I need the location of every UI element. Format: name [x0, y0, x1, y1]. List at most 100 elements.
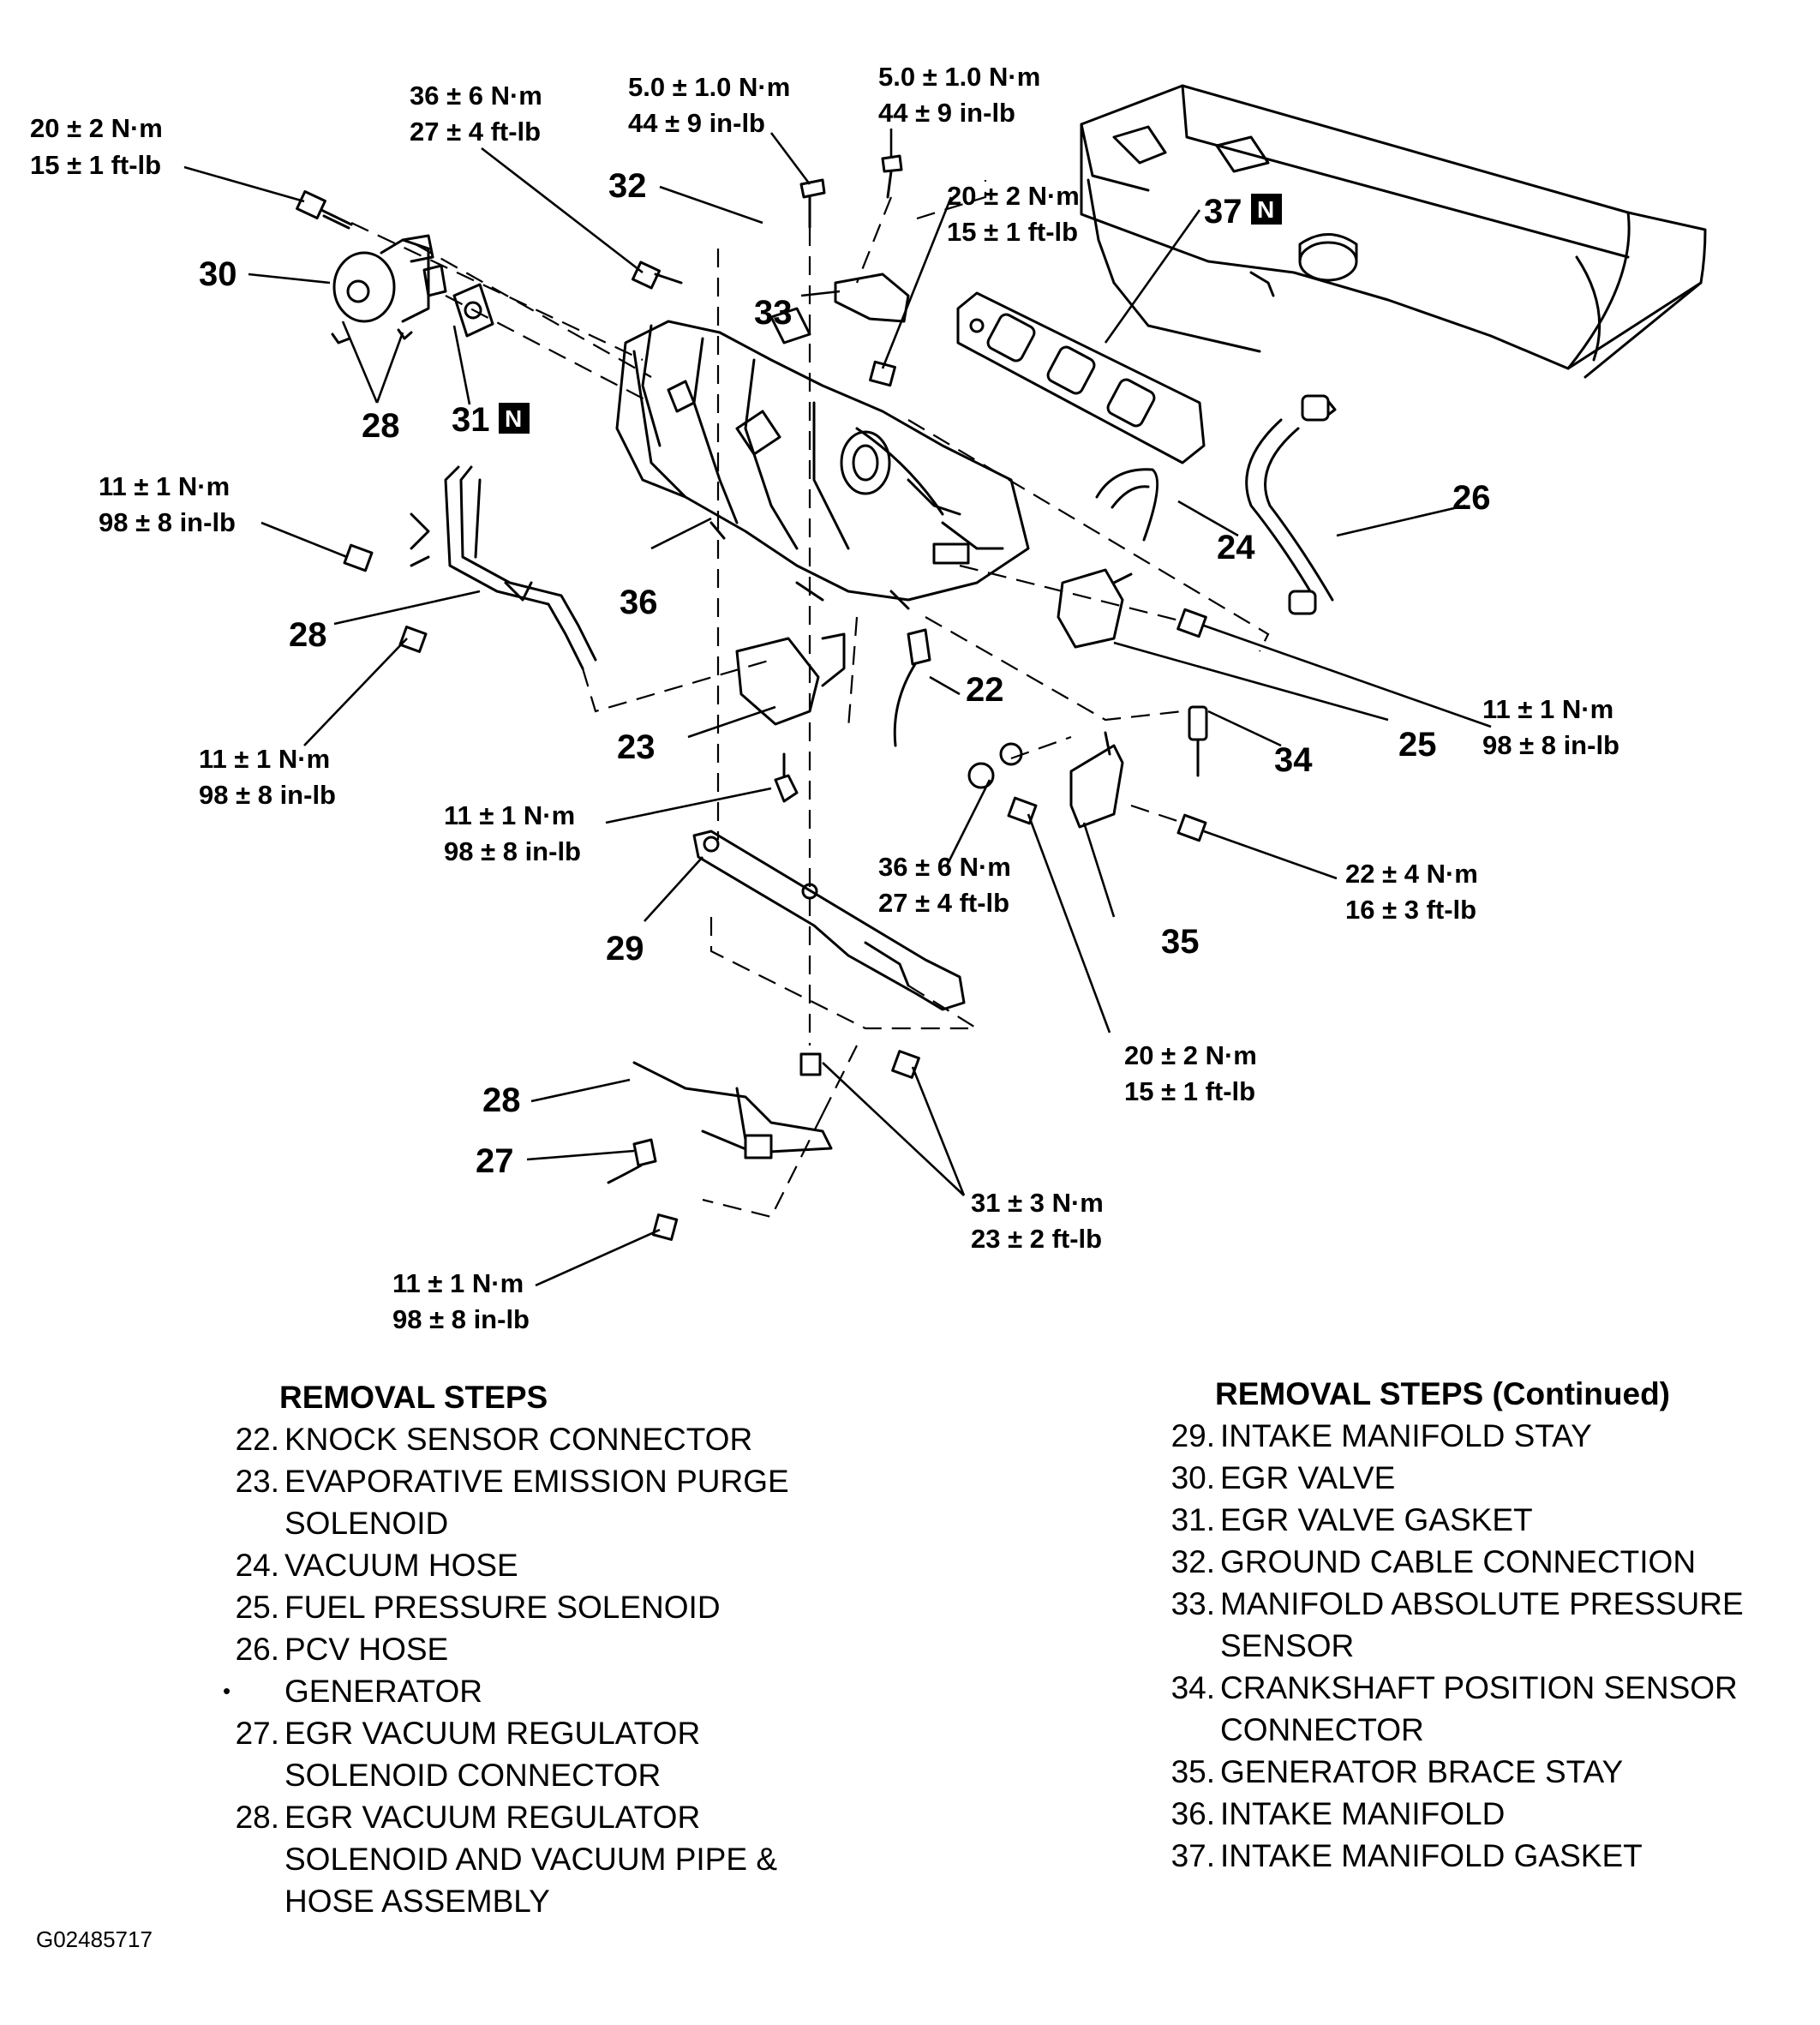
step-line: HOSE ASSEMBLY [219, 1880, 871, 1922]
step-text: FUEL PRESSURE SOLENOID [284, 1590, 721, 1625]
step-text: CONNECTOR [1220, 1712, 1424, 1747]
step-text: KNOCK SENSOR CONNECTOR [284, 1422, 753, 1457]
callout-37: 37 [1204, 193, 1242, 231]
torque-label: 15 ± 1 ft-lb [1124, 1076, 1255, 1106]
step-text: PCV HOSE [284, 1632, 449, 1667]
torque-label: 44 ± 9 in-lb [878, 98, 1015, 128]
step-text: INTAKE MANIFOLD [1220, 1796, 1506, 1831]
svg-text:N: N [1257, 196, 1274, 223]
step-line: SOLENOID [219, 1502, 871, 1544]
exploded-view-diagram: 20 ± 2 N·m 15 ± 1 ft-lb 36 ± 6 N·m 27 ± … [30, 62, 1707, 1334]
intake-manifold-illustration [615, 307, 1030, 610]
callout-33: 33 [754, 294, 793, 332]
new-part-badge: N [499, 403, 530, 434]
steps-heading: REMOVAL STEPS (Continued) [1215, 1376, 1671, 1411]
egr-valve-gasket-illustration [452, 283, 494, 338]
torque-label: 16 ± 3 ft-lb [1345, 895, 1476, 925]
step-number [1155, 1709, 1215, 1751]
removal-steps-continued-list: REMOVAL STEPS (Continued)29.INTAKE MANIF… [1155, 1373, 1806, 1877]
egr-valve-illustration [331, 234, 447, 344]
cylinder-head-illustration [1080, 84, 1707, 422]
step-line: • GENERATOR [219, 1670, 871, 1712]
step-text: EGR VACUUM REGULATOR [284, 1716, 701, 1751]
step-line: CONNECTOR [1155, 1709, 1806, 1751]
callout-36: 36 [620, 584, 658, 621]
step-text: EVAPORATIVE EMISSION PURGE [284, 1464, 789, 1499]
step-number [219, 1502, 279, 1544]
step-line: 32.GROUND CABLE CONNECTION [1155, 1541, 1806, 1583]
callout-29: 29 [606, 930, 644, 968]
step-number: 32. [1170, 1544, 1215, 1579]
step-line: SOLENOID AND VACUUM PIPE & [219, 1838, 871, 1880]
torque-label: 11 ± 1 N·m [444, 800, 575, 830]
torque-label: 15 ± 1 ft-lb [947, 217, 1078, 247]
steps-heading: REMOVAL STEPS [279, 1380, 548, 1415]
step-line: 26.PCV HOSE [219, 1628, 871, 1670]
hose-and-pipe-illustrations [410, 394, 1334, 670]
part-callouts: 30 32 33 37 28 31 26 24 36 28 22 23 25 3… [199, 167, 1491, 1180]
assembly-dashed-lines [350, 180, 1270, 1219]
callout-26: 26 [1452, 479, 1491, 517]
torque-label: 27 ± 4 ft-lb [878, 888, 1009, 918]
torque-label: 11 ± 1 N·m [392, 1268, 524, 1298]
torque-labels: 20 ± 2 N·m 15 ± 1 ft-lb 36 ± 6 N·m 27 ± … [30, 62, 1619, 1334]
step-number [219, 1838, 279, 1880]
step-line: 28.EGR VACUUM REGULATOR [219, 1796, 871, 1838]
step-text: HOSE ASSEMBLY [284, 1884, 550, 1919]
step-number: 36. [1170, 1796, 1215, 1831]
intake-manifold-stay-illustration [692, 830, 966, 1011]
step-text: SOLENOID [284, 1506, 449, 1541]
torque-label: 23 ± 2 ft-lb [971, 1224, 1102, 1254]
leader-lines [183, 129, 1492, 1287]
step-line: 25.FUEL PRESSURE SOLENOID [219, 1586, 871, 1628]
step-number: 37. [1170, 1838, 1215, 1873]
step-line: 24.VACUUM HOSE [219, 1544, 871, 1586]
torque-label: 11 ± 1 N·m [1482, 694, 1613, 724]
step-text: SOLENOID CONNECTOR [284, 1758, 662, 1793]
callout-30: 30 [199, 255, 237, 293]
callout-28: 28 [362, 407, 400, 445]
step-number: 34. [1170, 1670, 1215, 1705]
torque-label: 98 ± 8 in-lb [99, 507, 236, 537]
torque-label: 98 ± 8 in-lb [199, 780, 336, 810]
step-number: 29. [1170, 1418, 1215, 1453]
step-line: 29.INTAKE MANIFOLD STAY [1155, 1415, 1806, 1457]
step-line: 35.GENERATOR BRACE STAY [1155, 1751, 1806, 1793]
torque-label: 98 ± 8 in-lb [1482, 730, 1619, 760]
callout-25: 25 [1398, 726, 1437, 764]
step-text: EGR VACUUM REGULATOR [284, 1800, 701, 1835]
step-number: 24. [235, 1548, 279, 1583]
step-text: EGR VALVE [1220, 1460, 1396, 1495]
step-line: 27.EGR VACUUM REGULATOR [219, 1712, 871, 1754]
callout-27: 27 [476, 1142, 514, 1180]
step-number: 33. [1170, 1586, 1215, 1621]
intake-manifold-gasket-illustration [956, 291, 1206, 464]
torque-label: 20 ± 2 N·m [30, 113, 163, 143]
torque-label: 11 ± 1 N·m [199, 744, 330, 774]
torque-label: 20 ± 2 N·m [1124, 1040, 1257, 1070]
new-part-badge: N [1251, 194, 1282, 225]
step-number: 26. [235, 1632, 279, 1667]
torque-label: 36 ± 6 N·m [410, 81, 542, 111]
torque-label: 22 ± 4 N·m [1345, 859, 1478, 889]
step-line: 37.INTAKE MANIFOLD GASKET [1155, 1835, 1806, 1877]
step-line: 23.EVAPORATIVE EMISSION PURGE [219, 1460, 871, 1502]
step-number: 25. [235, 1590, 279, 1625]
callout-23: 23 [617, 728, 656, 766]
torque-label: 31 ± 3 N·m [971, 1188, 1104, 1218]
step-text: INTAKE MANIFOLD STAY [1220, 1418, 1592, 1453]
step-number [219, 1880, 279, 1922]
callout-24: 24 [1217, 529, 1255, 566]
figure-id: G02485717 [36, 1926, 153, 1952]
step-text: INTAKE MANIFOLD GASKET [1220, 1838, 1643, 1873]
step-text: GENERATOR [284, 1674, 482, 1709]
step-line: 36.INTAKE MANIFOLD [1155, 1793, 1806, 1835]
torque-label: 44 ± 9 in-lb [628, 108, 765, 138]
callout-28: 28 [289, 616, 327, 654]
step-number: • [223, 1678, 231, 1704]
callout-34: 34 [1274, 741, 1313, 779]
torque-label: 98 ± 8 in-lb [444, 836, 581, 866]
step-text: SOLENOID AND VACUUM PIPE & [284, 1842, 777, 1877]
torque-label: 11 ± 1 N·m [99, 471, 230, 501]
step-number: 30. [1170, 1460, 1215, 1495]
